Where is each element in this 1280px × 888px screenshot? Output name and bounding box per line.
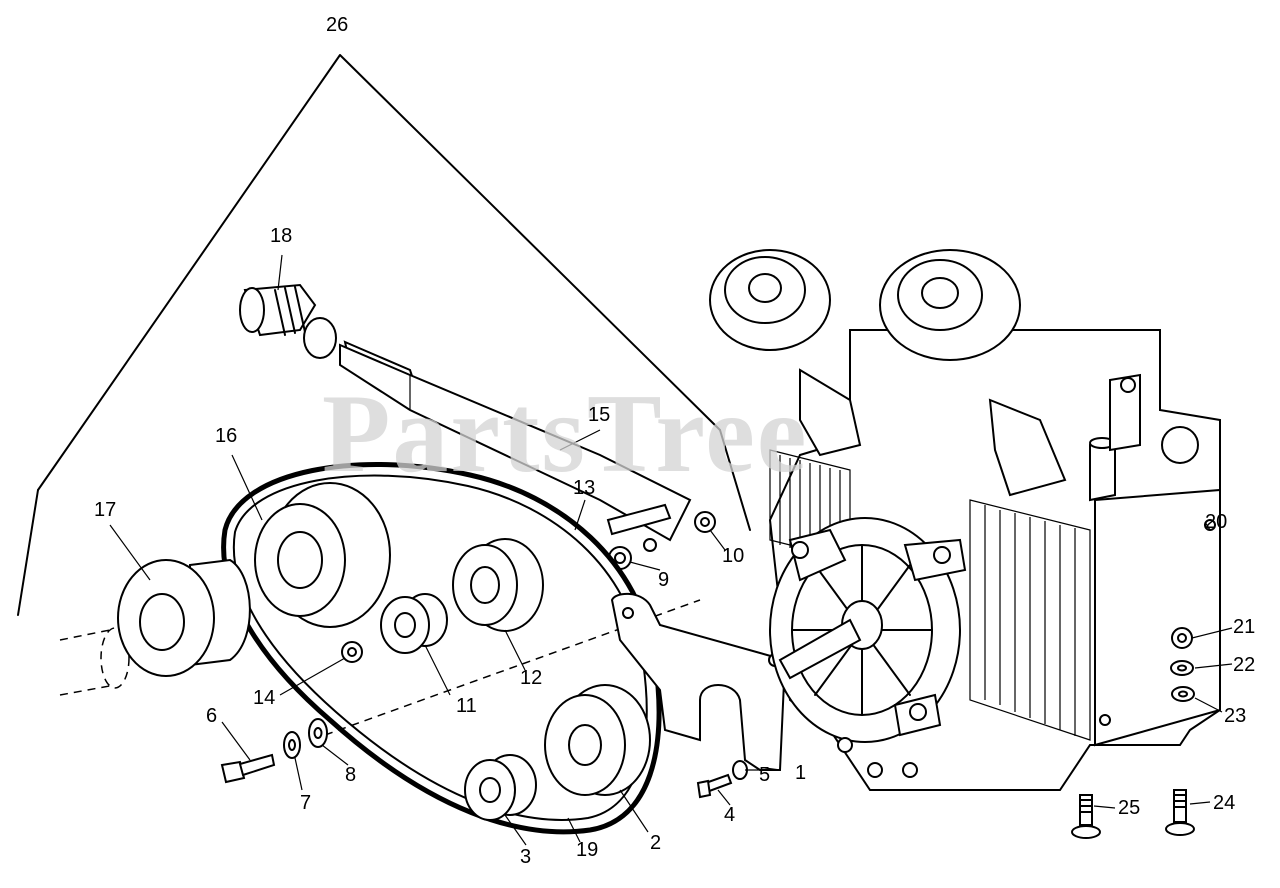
callout-15: 15 <box>588 404 611 426</box>
leader-lines <box>109 254 1233 846</box>
callout-23: 23 <box>1224 705 1247 727</box>
callout-12: 12 <box>520 667 543 689</box>
callout-11: 11 <box>456 695 477 717</box>
callout-18: 18 <box>270 225 293 247</box>
bolt-and-washers-6-7-8 <box>220 718 328 784</box>
assembly-bracket-26 <box>17 54 751 616</box>
callout-16: 16 <box>215 425 238 447</box>
pulley-part-16 <box>254 482 391 628</box>
callout-3: 3 <box>520 846 532 868</box>
bracket-part-15 <box>339 343 692 552</box>
callout-19: 19 <box>576 839 599 861</box>
air-cleaners <box>709 249 1067 497</box>
callout-25: 25 <box>1118 797 1141 819</box>
nut-part-14 <box>341 641 363 663</box>
callout-9: 9 <box>658 569 670 591</box>
callout-6: 6 <box>206 705 218 727</box>
callout-1: 1 <box>795 762 807 784</box>
callout-17: 17 <box>94 499 117 521</box>
callout-4: 4 <box>724 804 736 826</box>
pulley-part-2 <box>544 684 651 796</box>
pulley-part-12 <box>452 538 544 632</box>
pulley-part-17 <box>59 558 251 696</box>
callout-26: 26 <box>326 14 349 36</box>
callout-21: 21 <box>1233 616 1256 638</box>
callout-2: 2 <box>650 832 662 854</box>
callout-10: 10 <box>722 545 745 567</box>
watermark: PartsTree <box>322 372 809 496</box>
callout-22: 22 <box>1233 654 1256 676</box>
spacer-part-11 <box>380 593 448 654</box>
callout-13: 13 <box>573 477 596 499</box>
nut-and-washers-21-22-23 <box>1170 627 1195 702</box>
engine-part-20 <box>768 329 1221 791</box>
bolt-and-washer-4-5 <box>696 760 748 799</box>
callout-14: 14 <box>253 687 276 709</box>
callout-5: 5 <box>759 764 771 786</box>
spacer-part-3 <box>464 754 537 821</box>
callout-20: 20 <box>1205 511 1228 533</box>
callout-24: 24 <box>1213 792 1236 814</box>
carriage-bolts-24-25 <box>1071 789 1195 839</box>
centerline <box>324 599 701 736</box>
callout-8: 8 <box>345 764 357 786</box>
callout-7: 7 <box>300 792 312 814</box>
